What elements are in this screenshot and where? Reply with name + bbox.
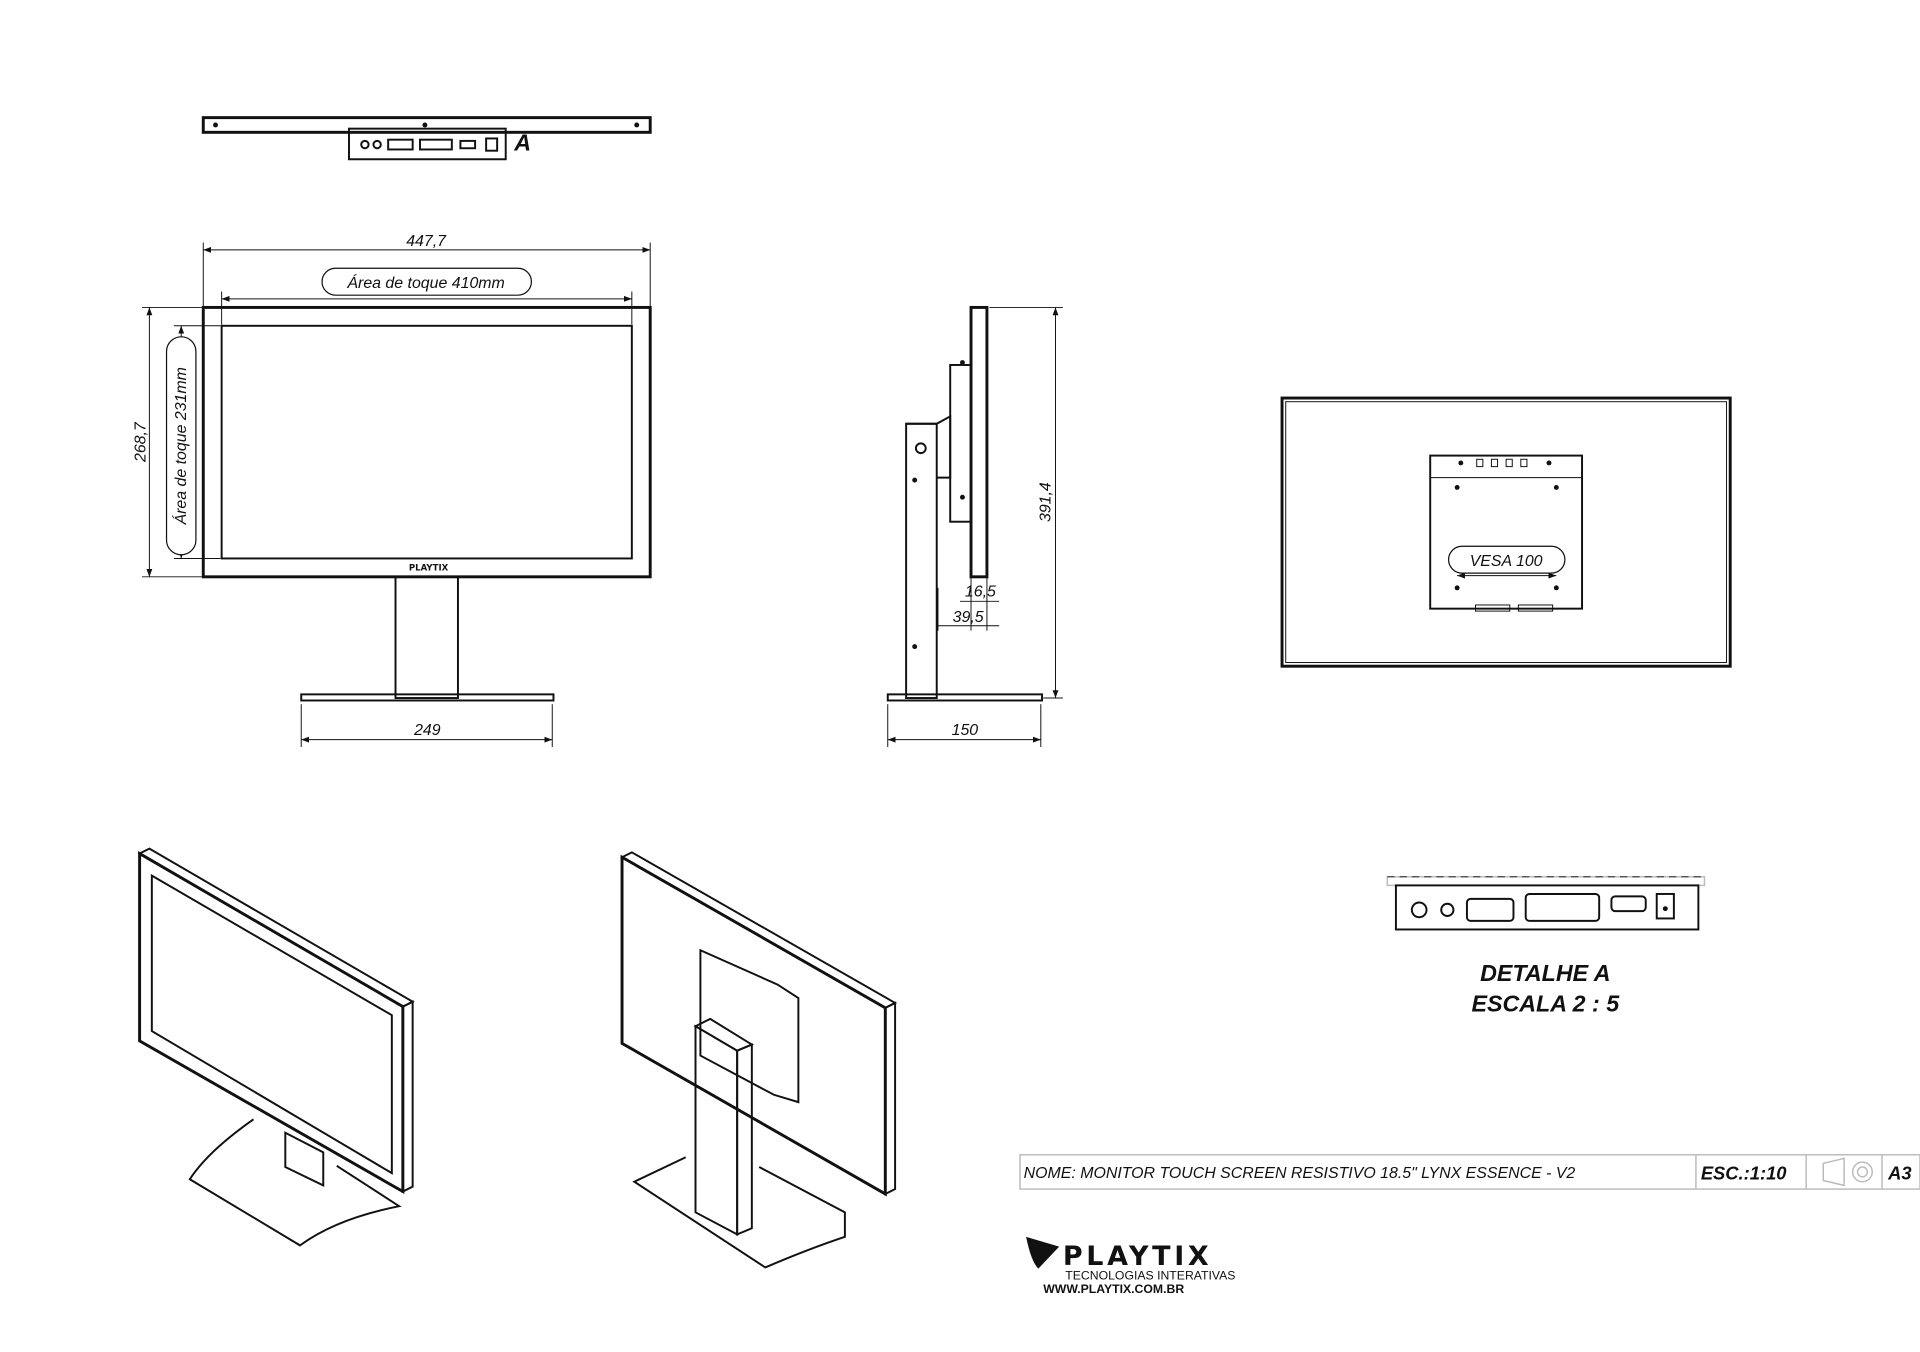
touch-width-label: Área de toque 410mm xyxy=(346,273,504,292)
base-depth-dimension: 150 xyxy=(952,722,979,739)
height-dimension: 268,7 xyxy=(133,421,150,463)
total-height-dimension: 391,4 xyxy=(1038,482,1055,522)
back-view: VESA 100 xyxy=(1280,396,1732,668)
drawing-name: NOME: MONITOR TOUCH SCREEN RESISTIVO 18.… xyxy=(1024,1165,1576,1182)
detail-scale: ESCALA 2 : 5 xyxy=(1471,991,1620,1017)
title-block: NOME: MONITOR TOUCH SCREEN RESISTIVO 18.… xyxy=(1019,1154,1920,1190)
detail-a-marker: A xyxy=(513,130,531,156)
company-logo: PLAYTIX TECNOLOGIAS INTERATIVAS WWW.PLAY… xyxy=(1026,1236,1235,1296)
company-tagline: TECNOLOGIAS INTERATIVAS xyxy=(1065,1269,1235,1283)
bezel-logo: PLAYTIX xyxy=(409,564,449,574)
width-dimension: 447,7 xyxy=(406,233,447,250)
base-width-dimension: 249 xyxy=(413,722,441,739)
drawing-scale: ESC.:1:10 xyxy=(1701,1162,1787,1183)
isometric-front-view xyxy=(137,847,415,1247)
top-view: A xyxy=(201,116,652,161)
front-view: 447,7 Área de toque 410mm PLAYTIX 249 26… xyxy=(133,233,652,748)
isometric-back-view xyxy=(619,851,898,1269)
touch-height-label: Área de toque 231mm xyxy=(171,367,190,525)
sheet-size: A3 xyxy=(1887,1162,1911,1183)
first-angle-projection-icon xyxy=(1822,1157,1873,1187)
side-view: 391,4 16,5 39,5 150 xyxy=(886,305,1063,748)
logo-text: PLAYTIX xyxy=(1063,1241,1213,1272)
depth-dimension-2: 39,5 xyxy=(953,609,984,626)
vesa-label: VESA 100 xyxy=(1470,553,1543,570)
company-website[interactable]: WWW.PLAYTIX.COM.BR xyxy=(1043,1282,1184,1296)
detail-a-view: DETALHE A ESCALA 2 : 5 xyxy=(1386,876,1706,1017)
detail-title: DETALHE A xyxy=(1480,960,1610,986)
playtix-logo-icon xyxy=(1026,1236,1060,1269)
depth-dimension-1: 16,5 xyxy=(965,583,996,600)
